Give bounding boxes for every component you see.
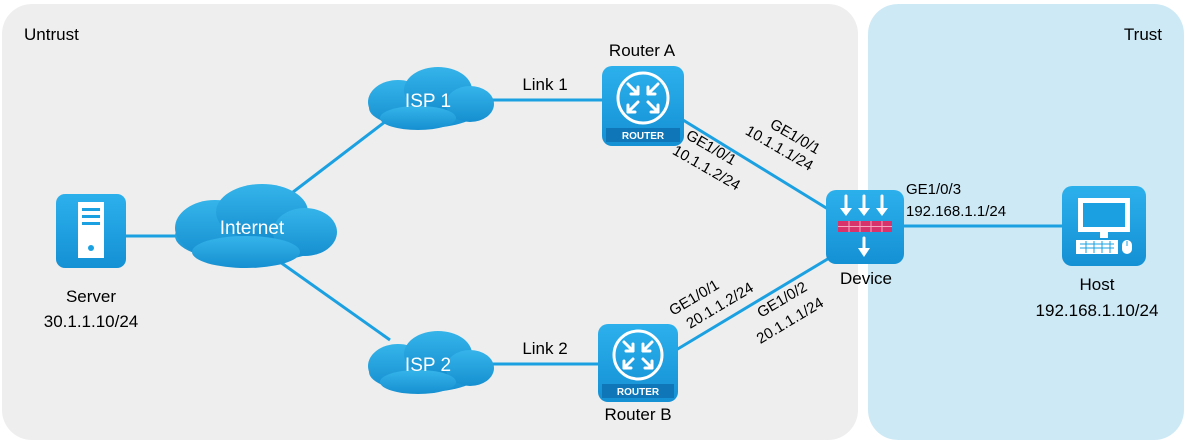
- links: [125, 98, 1062, 366]
- firewall-device-icon[interactable]: [826, 190, 904, 264]
- internet-cloud[interactable]: [175, 184, 337, 268]
- server-label: Server: [66, 287, 116, 306]
- router-a-label: Router A: [609, 41, 676, 60]
- isp1-label: ISP 1: [405, 91, 451, 112]
- dev-ge103-ip: 192.168.1.1/24: [906, 203, 1006, 220]
- host-pc-icon[interactable]: [1062, 186, 1146, 266]
- trust-zone: [868, 4, 1184, 440]
- link-internet-isp2: [279, 260, 391, 342]
- device-label: Device: [840, 269, 892, 288]
- link-internet-isp1: [279, 116, 391, 204]
- isp1-cloud[interactable]: [368, 67, 494, 130]
- server-ip: 30.1.1.10/24: [44, 312, 139, 331]
- link2-label: Link 2: [522, 339, 567, 358]
- host-ip: 192.168.1.10/24: [1036, 301, 1159, 320]
- isp2-label: ISP 2: [405, 355, 451, 376]
- server-icon[interactable]: [56, 194, 126, 268]
- link1-label: Link 1: [522, 75, 567, 94]
- router-b-label: Router B: [604, 405, 671, 424]
- router-a-badge: ROUTER: [622, 131, 665, 142]
- router-a-icon[interactable]: [602, 66, 684, 146]
- isp2-cloud[interactable]: [368, 331, 494, 394]
- host-label: Host: [1080, 275, 1115, 294]
- untrust-zone-label: Untrust: [24, 25, 79, 44]
- dev-ge103-name: GE1/0/3: [906, 181, 961, 198]
- router-b-badge: ROUTER: [617, 387, 660, 398]
- link-router-a-device: [682, 118, 837, 216]
- router-b-icon[interactable]: [598, 324, 678, 402]
- trust-zone-label: Trust: [1124, 25, 1162, 44]
- internet-label: Internet: [220, 218, 285, 239]
- link-router-b-device: [675, 252, 837, 352]
